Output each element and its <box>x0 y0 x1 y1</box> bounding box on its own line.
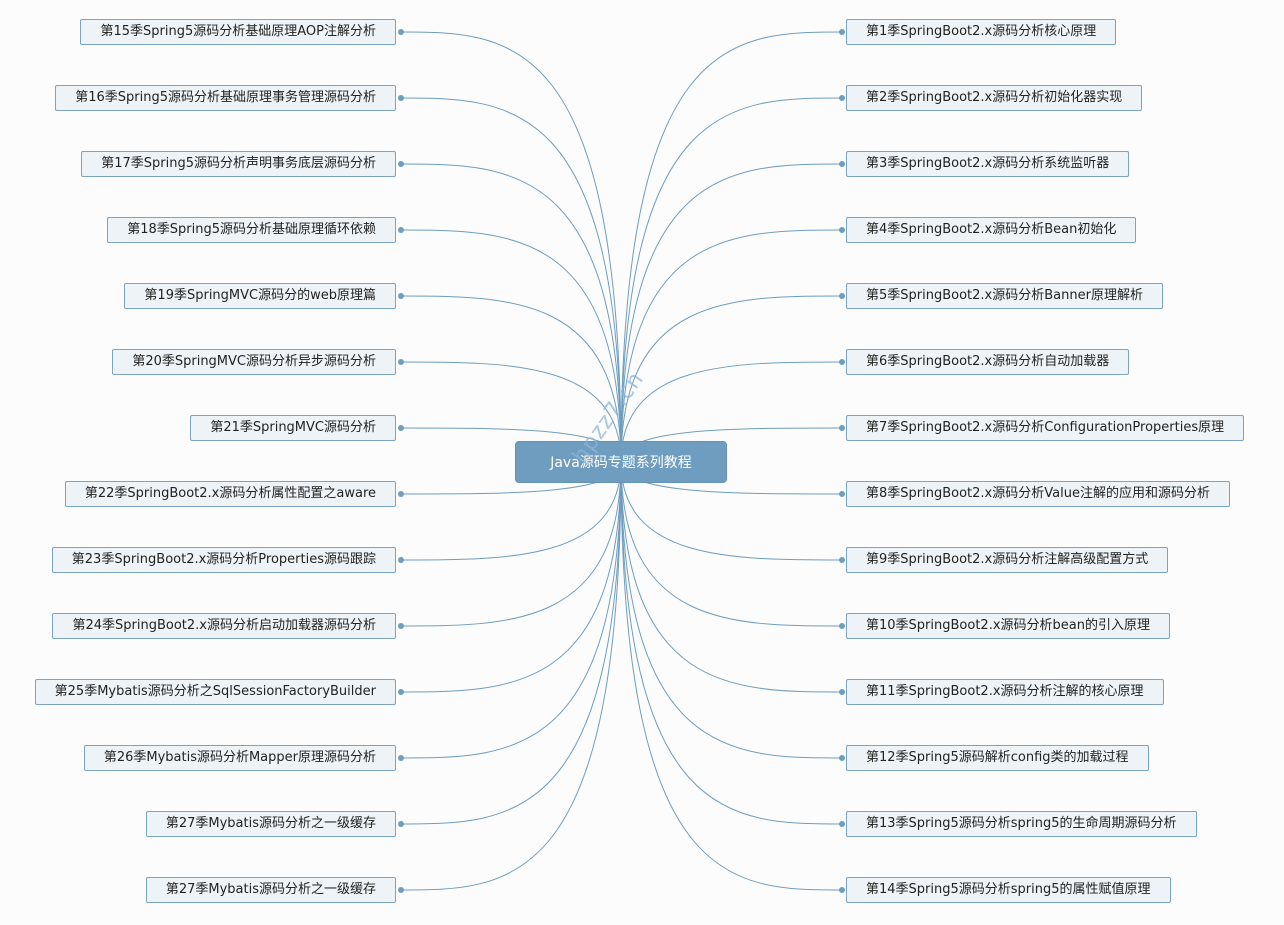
topic-node-left[interactable]: 第20季SpringMVC源码分析异步源码分析 <box>112 349 396 375</box>
connector-left <box>400 97 622 463</box>
topic-node-left[interactable]: 第27季Mybatis源码分析之一级缓存 <box>145 811 396 837</box>
topic-node-left[interactable]: 第21季SpringMVC源码分析 <box>190 415 396 441</box>
connector-left <box>400 295 622 463</box>
connector-dot <box>839 161 845 167</box>
topic-node-right[interactable]: 第7季SpringBoot2.x源码分析ConfigurationPropert… <box>846 415 1245 441</box>
connector-dot <box>398 887 404 893</box>
connector-dot <box>839 491 845 497</box>
connector-right <box>620 461 843 825</box>
topic-node-right[interactable]: 第14季Spring5源码分析spring5的属性赋值原理 <box>846 877 1171 903</box>
connector-right <box>620 461 843 891</box>
topic-node-right[interactable]: 第8季SpringBoot2.x源码分析Value注解的应用和源码分析 <box>846 481 1230 507</box>
connector-dot <box>398 755 404 761</box>
connector-dot <box>839 95 845 101</box>
connector-right <box>620 461 843 759</box>
connector-dot <box>398 293 404 299</box>
topic-node-left[interactable]: 第23季SpringBoot2.x源码分析Properties源码跟踪 <box>51 547 396 573</box>
topic-node-left[interactable]: 第17季Spring5源码分析声明事务底层源码分析 <box>81 151 396 177</box>
connector-right <box>620 295 843 463</box>
topic-node-right[interactable]: 第1季SpringBoot2.x源码分析核心原理 <box>846 19 1117 45</box>
connector-dot <box>398 29 404 35</box>
topic-node-right[interactable]: 第9季SpringBoot2.x源码分析注解高级配置方式 <box>846 547 1169 573</box>
connector-dot <box>398 557 404 563</box>
connector-left <box>400 461 622 759</box>
connector-dot <box>398 689 404 695</box>
connector-dot <box>398 821 404 827</box>
connector-dot <box>839 755 845 761</box>
connector-dot <box>398 227 404 233</box>
connector-dot <box>839 623 845 629</box>
connector-dot <box>839 425 845 431</box>
topic-node-left[interactable]: 第15季Spring5源码分析基础原理AOP注解分析 <box>80 19 396 45</box>
connector-right <box>620 97 843 463</box>
connector-left <box>400 461 622 693</box>
connector-dot <box>839 293 845 299</box>
connector-right <box>620 163 843 463</box>
connector-dot <box>398 491 404 497</box>
connector-right <box>620 31 843 463</box>
connector-left <box>400 31 622 463</box>
connector-dot <box>839 887 845 893</box>
connector-dot <box>839 689 845 695</box>
topic-node-right[interactable]: 第2季SpringBoot2.x源码分析初始化器实现 <box>846 85 1143 111</box>
connector-left <box>400 461 622 627</box>
topic-node-left[interactable]: 第16季Spring5源码分析基础原理事务管理源码分析 <box>55 85 396 111</box>
connector-left <box>400 229 622 463</box>
topic-node-right[interactable]: 第4季SpringBoot2.x源码分析Bean初始化 <box>846 217 1137 243</box>
topic-node-right[interactable]: 第6季SpringBoot2.x源码分析自动加载器 <box>846 349 1130 375</box>
topic-node-left[interactable]: 第25季Mybatis源码分析之SqlSessionFactoryBuilder <box>34 679 396 705</box>
topic-node-right[interactable]: 第13季Spring5源码分析spring5的生命周期源码分析 <box>846 811 1197 837</box>
connector-right <box>620 361 843 463</box>
connector-dot <box>398 623 404 629</box>
connector-dot <box>398 359 404 365</box>
topic-node-left[interactable]: 第27季Mybatis源码分析之一级缓存 <box>145 877 396 903</box>
connector-right <box>620 229 843 463</box>
connector-left <box>400 163 622 463</box>
topic-node-right[interactable]: 第11季SpringBoot2.x源码分析注解的核心原理 <box>846 679 1164 705</box>
connector-left <box>400 461 622 891</box>
connector-dot <box>398 425 404 431</box>
root-topic[interactable]: Java源码专题系列教程 <box>515 441 727 483</box>
topic-node-left[interactable]: 第26季Mybatis源码分析Mapper原理源码分析 <box>83 745 396 771</box>
topic-node-left[interactable]: 第18季Spring5源码分析基础原理循环依赖 <box>107 217 396 243</box>
topic-node-left[interactable]: 第24季SpringBoot2.x源码分析启动加载器源码分析 <box>52 613 396 639</box>
topic-node-left[interactable]: 第22季SpringBoot2.x源码分析属性配置之aware <box>64 481 396 507</box>
connector-left <box>400 361 622 463</box>
connector-right <box>620 461 843 693</box>
connector-dot <box>398 95 404 101</box>
topic-node-right[interactable]: 第12季Spring5源码解析config类的加载过程 <box>846 745 1149 771</box>
connector-dot <box>839 29 845 35</box>
topic-node-right[interactable]: 第3季SpringBoot2.x源码分析系统监听器 <box>846 151 1130 177</box>
connector-dot <box>839 359 845 365</box>
connector-dot <box>839 821 845 827</box>
topic-node-right[interactable]: 第5季SpringBoot2.x源码分析Banner原理解析 <box>846 283 1163 309</box>
connector-dot <box>839 557 845 563</box>
connector-dot <box>398 161 404 167</box>
topic-node-left[interactable]: 第19季SpringMVC源码分的web原理篇 <box>124 283 396 309</box>
connector-left <box>400 461 622 825</box>
connector-left <box>400 461 622 561</box>
connector-dot <box>839 227 845 233</box>
topic-node-right[interactable]: 第10季SpringBoot2.x源码分析bean的引入原理 <box>846 613 1170 639</box>
connector-right <box>620 461 843 627</box>
connector-right <box>620 461 843 561</box>
